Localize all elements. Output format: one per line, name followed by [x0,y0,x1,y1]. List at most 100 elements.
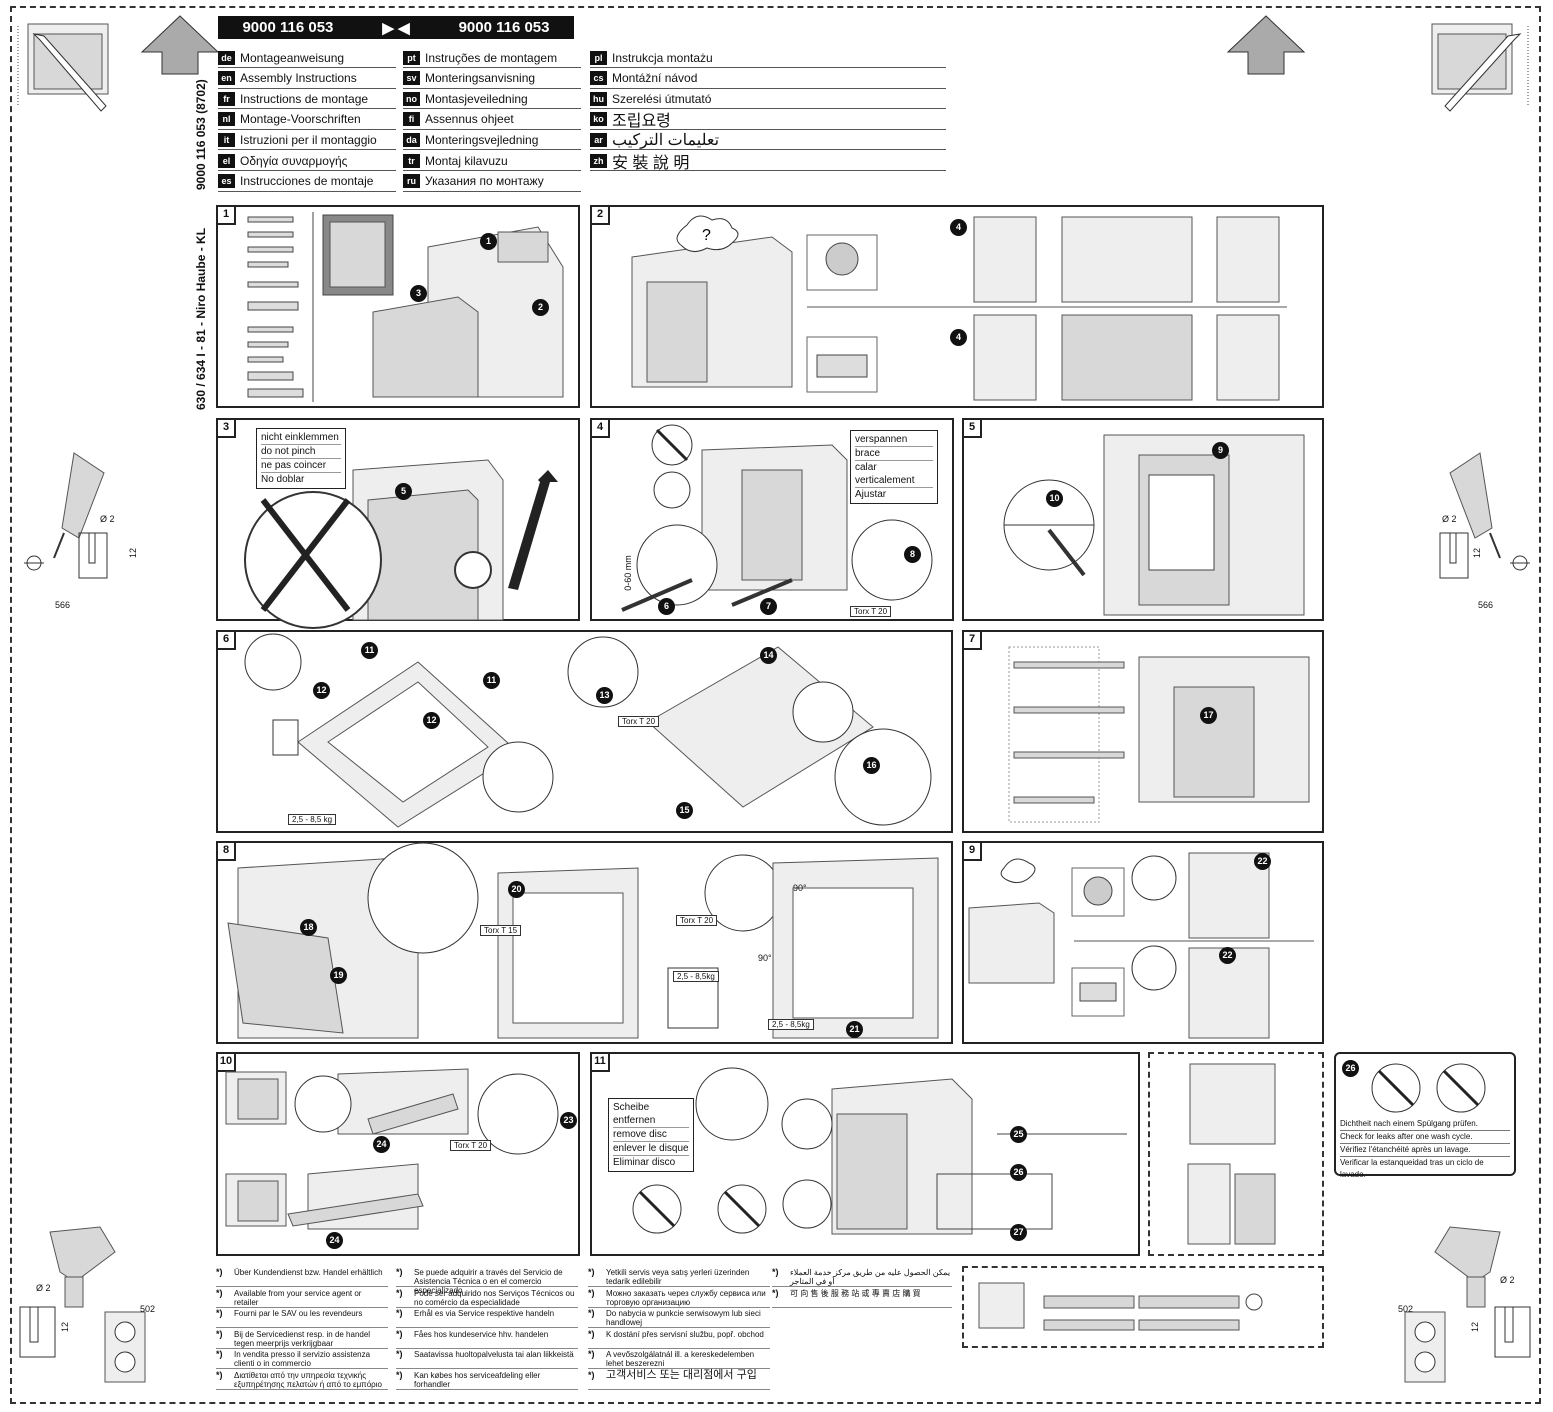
vertical-model: 630 / 634 I - 81 - Niro Haube - KL [194,227,208,410]
footnote-text: 可 向 售 後 服 務 站 或 專 賣 店 購 買 [790,1288,921,1298]
svg-text:?: ? [702,227,711,244]
language-row: ru Указания по монтажу [403,172,581,192]
vertical-code: 9000 116 053 (8702) [194,79,208,190]
footnote-row: *)Do nabycia w punkcie serwisowym lub si… [588,1309,770,1328]
disc-line: remove disc [613,1128,689,1142]
language-title: Instrucciones de montaje [240,174,374,189]
language-code-badge: tr [403,153,420,168]
footnote-text: In vendita presso il servizio assistenza… [234,1350,371,1368]
footnote-marker: *) [396,1369,403,1380]
language-code-badge: ru [403,174,420,189]
step-number: 9 [962,841,982,861]
footnote-text: Bij de Servicedienst resp. in de handel … [234,1329,371,1348]
callout-4a: 4 [950,219,967,236]
language-title: Montage-Voorschriften [240,112,361,127]
weight-label: 2,5 - 8,5 kg [288,814,337,825]
step-panel-3: 3 nicht einklemmen do not pinch ne pas c… [216,418,580,629]
dim-566-right: 566 [1478,600,1494,610]
footnote-text: 고객서비스 또는 대리점에서 구입 [606,1368,757,1381]
footnote-row: *)Saatavissa huoltopalvelusta tai alan l… [396,1350,578,1360]
leak-check-line: Vérifiez l'étanchéité après un lavage. [1340,1144,1510,1157]
brace-line: brace [855,447,933,461]
footnote-divider [772,1306,952,1308]
footnote-row: *) 고객서비스 또는 대리점에서 구입 [588,1368,770,1381]
language-code-badge: zh [590,153,607,168]
weight-label: 2,5 - 8,5kg [768,1019,814,1030]
footnote-row: *)Можно заказать через службу сервиса ил… [588,1288,770,1307]
footnote-marker: *) [396,1308,403,1318]
step-number: 6 [216,630,236,650]
language-code-badge: nl [218,112,235,127]
brace-line: verspannen [855,433,933,447]
language-title: تعليمات التركيب [612,131,720,149]
footnote-marker: *) [396,1267,403,1277]
footnote-row: *)K dostání přes servisní službu, popř. … [588,1328,770,1339]
step-panel-10: 10 24 23 24 Torx T 20 [216,1052,580,1256]
countertop-type-illustration: ? [631,215,1287,401]
brace-line: Ajustar [855,489,887,500]
footnote-row: *)Διατίθεται από την υπηρεσία τεχνικής ε… [216,1370,388,1389]
pencil-marking-icon-left [17,23,109,112]
language-code-badge: es [218,174,235,189]
callout-1: 1 [480,233,497,250]
footnote-row: *)In vendita presso il servizio assisten… [216,1350,388,1369]
torx-label: Torx T 20 [450,1140,492,1151]
footnote-row: *) 可 向 售 後 服 務 站 或 專 賣 店 購 買 [772,1287,952,1298]
callout-4b: 4 [950,329,967,346]
door-hinge-adjust-illustration [227,842,939,1039]
leak-check-text: Dichtheit nach einem Spülgang prüfen. Ch… [1340,1118,1510,1181]
step-number: 8 [216,841,236,861]
footnote-text: Über Kundendienst bzw. Handel erhältlich [234,1268,383,1277]
footnote-marker: *) [396,1328,403,1339]
footnote-divider [396,1306,578,1308]
footnote-row: *)Kan købes hos serviceafdeling eller fo… [396,1369,578,1389]
callout-27: 27 [1010,1224,1027,1241]
template-alignment-illustration [1003,434,1305,616]
footnote-divider [588,1388,770,1390]
footnote-divider [588,1286,770,1287]
footnote-text: A vevőszolgálatnál ill. a kereskedelembe… [606,1350,755,1368]
angle-label: 90° [793,883,807,893]
footnote-marker: *) [772,1267,779,1277]
hose-extension-illustration [978,1282,1263,1331]
footnote-text: Fåes hos kundeservice hhv. handelen [414,1329,549,1339]
remove-disc-box: Scheibe entfernen remove disc enlever le… [608,1098,694,1172]
footnote-divider [396,1388,578,1390]
language-code-badge: ar [590,132,607,147]
footnote-divider [216,1347,388,1349]
footnote-divider [216,1286,388,1287]
footnote-text: Pode ser adquirido nos Serviços Técnicos… [414,1288,575,1307]
callout-14: 14 [760,647,777,664]
footnote-divider [216,1368,388,1369]
language-title: Montageanweisung [240,50,345,65]
footnote-text: Erhål es via Service respektive handeln [414,1309,555,1318]
callout-20: 20 [508,881,525,898]
callout-11a: 11 [361,642,378,659]
callout-26: 26 [1010,1164,1027,1181]
step-panel-11: 11 Scheibe entfernen remove disc enlever… [590,1052,1140,1256]
language-code-badge: pt [403,50,420,65]
callout-18: 18 [300,919,317,936]
callout-25: 25 [1010,1126,1027,1143]
footnote-row: *) Fåes hos kundeservice hhv. handelen [396,1328,578,1339]
footnote-marker: *) [588,1369,595,1380]
language-title: Указания по монтажу [425,174,544,189]
footnote-marker: *) [588,1328,595,1339]
drill-depth-left: 12 [128,547,139,559]
footnote-row: *)Yetkili servis veya satış yerleri üzer… [588,1268,770,1287]
footnote-divider [772,1286,952,1287]
footnote-divider [588,1327,770,1328]
callout-8: 8 [904,546,921,563]
part-number-banner: 9000 116 053 ▶ ◀ 9000 116 053 [218,16,574,39]
height-range-label: 0-60 mm [622,555,633,591]
footnote-marker: *) [772,1287,779,1298]
footnote-text: Se puede adquirir a través del Servicio … [414,1268,563,1295]
drill-depth-bottom-right: 12 [1470,1321,1481,1333]
leak-check-line: Dichtheit nach einem Spülgang prüfen. [1340,1118,1510,1131]
footnote-text: Saatavissa huoltopalvelusta tai alan lii… [414,1350,574,1359]
warning-line: do not pinch [261,445,341,459]
